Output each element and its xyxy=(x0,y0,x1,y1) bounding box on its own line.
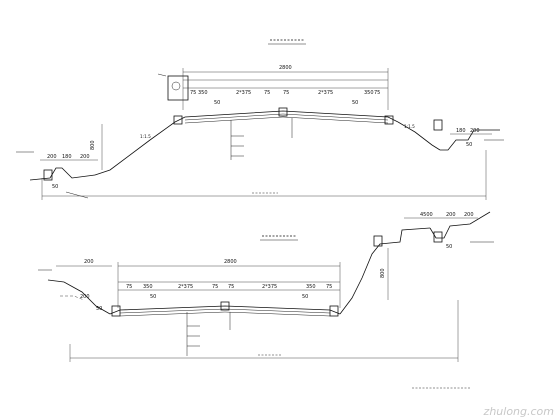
bottom-right-block xyxy=(373,235,383,247)
top-left-slope xyxy=(94,121,176,176)
bottom-dim-5: 350 xyxy=(306,284,316,290)
bottom-right-height: 800 xyxy=(380,268,386,278)
bottom-dim-1: 2*375 xyxy=(178,284,193,290)
bottom-dim-3: 75 xyxy=(228,284,234,290)
watermark: zhulong.com xyxy=(483,405,554,418)
top-ditch-right-bottom: 50 xyxy=(466,142,472,148)
bottom-pavement-subbase xyxy=(119,311,331,317)
top-total-width: 2800 xyxy=(279,65,292,71)
top-detail-leader xyxy=(157,73,167,77)
top-ditch-right-1: 200 xyxy=(470,128,480,134)
top-slope-right-label: 1:1.5 xyxy=(404,124,415,129)
top-ditch-right-0: 180 xyxy=(456,128,466,134)
bottom-pavement-base xyxy=(119,308,331,314)
top-slope-height: 800 xyxy=(90,140,96,150)
bottom-lane-50-right: 50 xyxy=(302,294,308,300)
bottom-dim-4: 2*375 xyxy=(262,284,277,290)
top-left-ditch-block xyxy=(43,169,53,181)
bottom-total-width: 2800 xyxy=(224,259,237,265)
top-dim-0: 350 xyxy=(198,90,208,96)
bottom-edge-75-right: 75 xyxy=(326,284,332,290)
bottom-right-curb xyxy=(329,305,339,317)
top-pavement-subbase xyxy=(184,116,389,124)
top-lane-50-right: 50 xyxy=(352,100,358,106)
bottom-dim-2: 75 xyxy=(212,284,218,290)
bottom-left-curb xyxy=(111,305,121,317)
top-dim-3: 75 xyxy=(283,90,289,96)
top-ditch-left-bottom: 50 xyxy=(52,184,58,190)
top-edge-75-right: 75 xyxy=(374,90,380,96)
bottom-right-50: 50 xyxy=(446,244,452,250)
bottom-left-50: 50 xyxy=(96,306,102,312)
bottom-cross-section: 2800 350 2*375 75 75 2*375 350 75 75 50 … xyxy=(38,211,494,389)
top-slope-left-label: 1:1.5 xyxy=(140,134,151,139)
top-dim-2: 75 xyxy=(264,90,270,96)
bottom-right-200-b: 200 xyxy=(464,212,474,218)
top-left-bottom-leader xyxy=(65,191,89,199)
bottom-lane-50-left: 50 xyxy=(150,294,156,300)
bottom-right-200-a: 200 xyxy=(446,212,456,218)
bottom-left-200-bot: 200 xyxy=(80,294,90,300)
top-dim-4: 2*375 xyxy=(318,90,333,96)
bottom-right-ditch-block xyxy=(433,231,443,243)
bottom-edge-75-left: 75 xyxy=(126,284,132,290)
bottom-median-marker xyxy=(220,301,230,311)
bottom-left-slope xyxy=(47,279,111,315)
top-right-ditch xyxy=(440,129,500,151)
top-median-marker xyxy=(278,107,288,117)
top-dim-1: 2*375 xyxy=(236,90,251,96)
bottom-left-200-top: 200 xyxy=(84,259,94,265)
top-left-curb xyxy=(173,115,183,125)
bottom-right-4500: 4500 xyxy=(420,212,433,218)
bottom-dim-0: 350 xyxy=(143,284,153,290)
top-ditch-left-0: 200 xyxy=(47,154,57,160)
top-detail-circle xyxy=(171,81,181,91)
top-edge-75-left: 75 xyxy=(190,90,196,96)
top-lane-50-left: 50 xyxy=(214,100,220,106)
bottom-right-slope xyxy=(339,227,431,315)
top-dim-5: 350 xyxy=(364,90,374,96)
top-pavement-base xyxy=(184,113,389,121)
top-road-surface xyxy=(174,110,399,123)
top-right-curb xyxy=(384,115,394,125)
top-left-ditch xyxy=(29,167,96,181)
bottom-left-hatch xyxy=(60,295,85,301)
bottom-right-ditch xyxy=(429,211,491,239)
top-right-ditch-block xyxy=(433,119,443,131)
top-ditch-left-2: 200 xyxy=(80,154,90,160)
top-ditch-left-1: 180 xyxy=(62,154,72,160)
top-right-slope xyxy=(397,121,441,151)
top-cross-section: 2800 350 2*375 75 75 2*375 350 75 75 50 … xyxy=(16,39,504,200)
bottom-road-surface xyxy=(109,305,341,315)
